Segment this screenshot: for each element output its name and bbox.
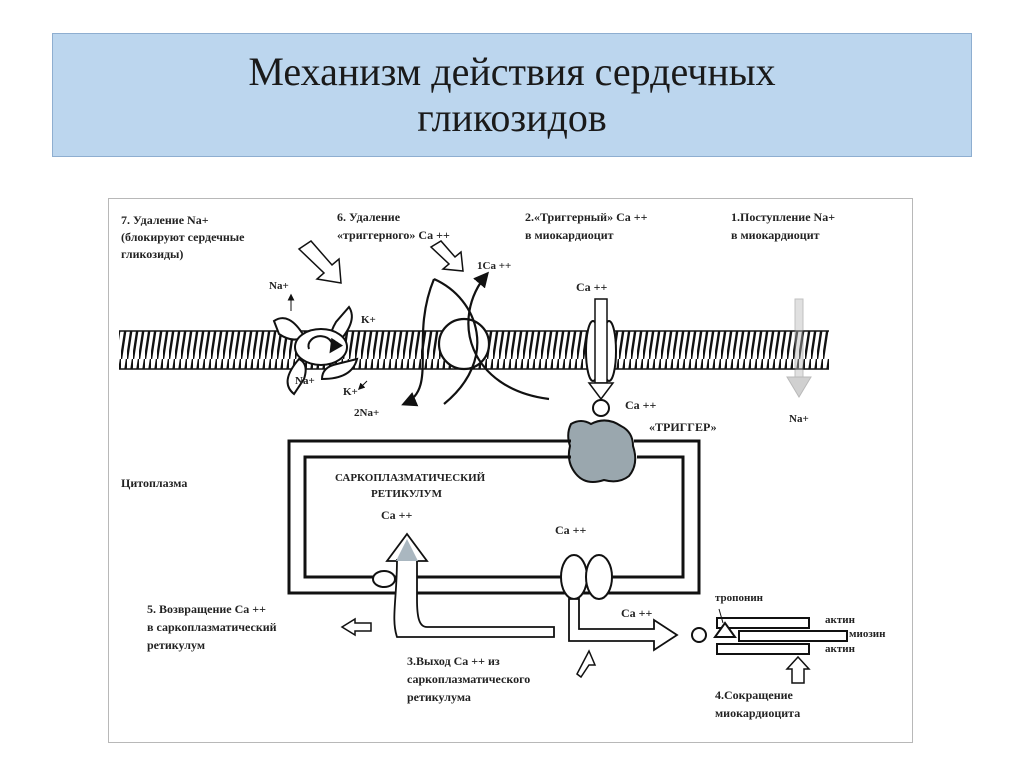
na-k-pump xyxy=(272,305,359,396)
myosin-label: миозин xyxy=(849,628,886,640)
ryanodine-receptor xyxy=(567,419,637,483)
contractile-apparatus xyxy=(691,608,848,655)
sarcoplasmic-reticulum xyxy=(287,439,701,595)
cytoplasm-label: Цитоплазма xyxy=(121,476,187,490)
slide-title-line1: Механизм действия сердечных xyxy=(248,49,776,94)
na-ca-exchanger xyxy=(401,271,550,407)
actin-top-label: актин xyxy=(825,614,856,626)
step7-line3: гликозиды) xyxy=(121,247,183,261)
step2-line2: в миокардиоцит xyxy=(525,228,614,242)
step4-line1: 4.Сокращение xyxy=(715,688,794,702)
na-top-label: Na+ xyxy=(269,280,289,292)
step5-line3: ретикулум xyxy=(147,638,205,652)
ca-release-label: Ca ++ xyxy=(555,523,587,537)
step1-line2: в миокардиоцит xyxy=(731,228,820,242)
two-na-label: 2Na+ xyxy=(354,407,379,419)
ca-channel-label: Ca ++ xyxy=(576,280,608,294)
ca-return-arrowhead xyxy=(396,539,418,561)
step6-line2: «триггерного» Ca ++ xyxy=(337,228,450,242)
one-ca-label: 1Ca ++ xyxy=(477,260,511,272)
step6-line1: 6. Удаление xyxy=(337,210,401,224)
step3-line1: 3.Выход Ca ++ из xyxy=(407,654,500,668)
arrow-step7 xyxy=(297,240,342,284)
title-banner: Механизм действия сердечных гликозидов xyxy=(52,33,972,157)
step4-line2: миокардиоцита xyxy=(715,706,800,720)
na-channel-arrow xyxy=(786,298,812,398)
k-arrow xyxy=(358,380,368,390)
ca-trigger-label: Ca ++ xyxy=(625,398,657,412)
step7-line1: 7. Удаление Na+ xyxy=(121,213,209,227)
step1-line1: 1.Поступление Na+ xyxy=(731,210,835,224)
actin-bottom-label: актин xyxy=(825,643,856,655)
sr-release-channel xyxy=(560,554,613,600)
k-top-label: K+ xyxy=(361,314,376,326)
arrow-step4 xyxy=(785,655,811,684)
k-bottom-label: K+ xyxy=(343,386,358,398)
step2-line1: 2.«Триггерный» Ca ++ xyxy=(525,210,648,224)
ca-trigger-ion xyxy=(592,399,610,417)
ca-out-label: Ca ++ xyxy=(621,606,653,620)
arrow-step5 xyxy=(340,617,372,637)
ca-outflow-arrow xyxy=(568,598,679,652)
step5-line1: 5. Возвращение Ca ++ xyxy=(147,602,266,616)
sr-pump xyxy=(372,570,396,588)
sr-label-line1: САРКОПЛАЗМАТИЧЕСКИЙ xyxy=(335,472,486,484)
arrow-step3 xyxy=(576,649,597,679)
step7-line2: (блокируют сердечные xyxy=(121,230,245,244)
troponin-label: тропонин xyxy=(715,592,764,604)
mechanism-diagram: 7. Удаление Na+ (блокируют сердечные гли… xyxy=(108,198,913,743)
trigger-label: «ТРИГГЕР» xyxy=(649,420,717,434)
na-right-label: Na+ xyxy=(789,413,809,425)
arrow-step6 xyxy=(429,240,464,272)
step3-line3: ретикулума xyxy=(407,690,471,704)
slide-title-line2: гликозидов xyxy=(417,95,607,140)
step3-line2: саркоплазматического xyxy=(407,672,530,686)
na-bottom-label: Na+ xyxy=(295,375,315,387)
step5-line2: в саркоплазматический xyxy=(147,620,277,634)
sr-label-line2: РЕТИКУЛУМ xyxy=(371,488,443,500)
ca-inflow-arrow xyxy=(587,298,615,401)
ca-return-arrow xyxy=(385,532,555,638)
ca-return-label: Ca ++ xyxy=(381,508,413,522)
